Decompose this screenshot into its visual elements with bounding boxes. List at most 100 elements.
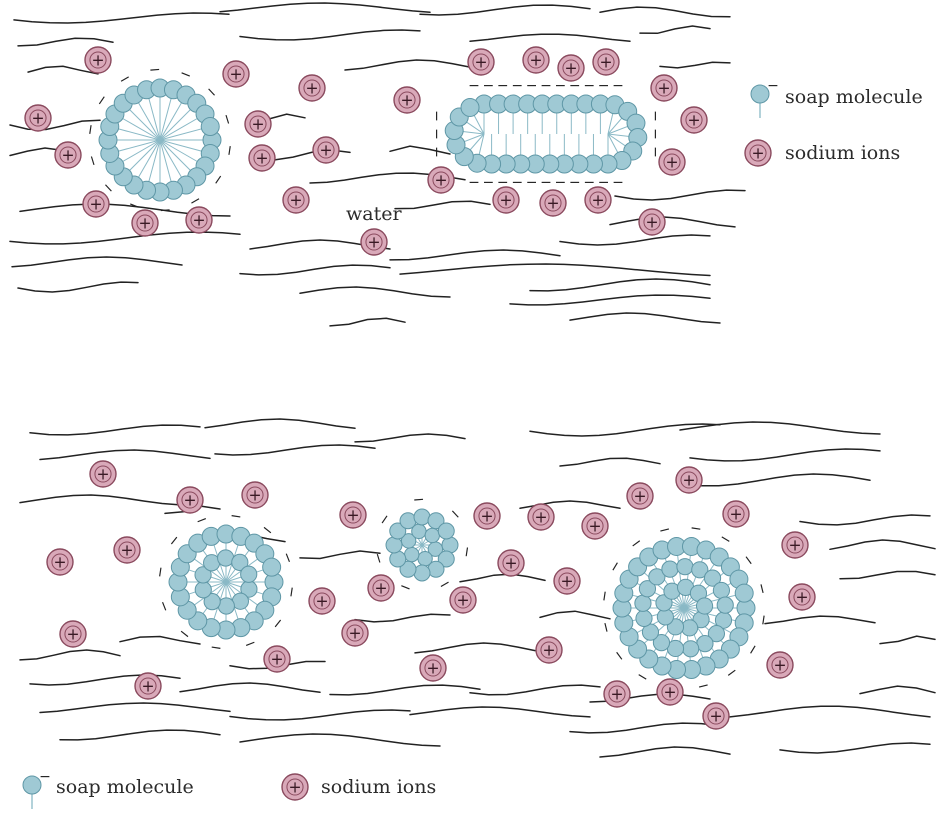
ion-plus-sign: +: [31, 110, 44, 128]
sodium-ion-icon: +: [493, 187, 519, 213]
ion-plus-sign: +: [270, 651, 283, 669]
water-wave-icon: [560, 235, 710, 245]
negative-charge: −: [540, 174, 552, 190]
negative-charge: −: [754, 613, 772, 627]
sodium-ion-icon: +: [242, 482, 268, 508]
ion-plus-sign: +: [588, 518, 601, 536]
ion-plus-sign: +: [546, 195, 559, 213]
sodium-ion-icon: +: [60, 621, 86, 647]
water-wave-icon: [570, 723, 720, 733]
soap-molecule-head: [414, 509, 430, 525]
water-wave-icon: [300, 287, 450, 297]
negative-charge: −: [716, 530, 734, 550]
negative-charge: −: [458, 545, 476, 559]
soap-molecule-head: [662, 561, 678, 577]
sodium-ion-icon: +: [313, 137, 339, 163]
ion-plus-sign: +: [599, 54, 612, 72]
ion-plus-sign: +: [534, 509, 547, 527]
negative-charge: −: [209, 638, 223, 656]
negative-charge: −: [82, 123, 100, 137]
ion-plus-sign: +: [251, 116, 264, 134]
sodium-ion-icon: +: [90, 461, 116, 487]
negative-charge: −: [497, 78, 509, 94]
sodium-ion-icon: +: [703, 703, 729, 729]
negative-charge: −: [278, 550, 297, 567]
water-label: water: [346, 205, 402, 224]
water-wave-icon: [330, 318, 405, 326]
sodium-ion-icon: +: [558, 55, 584, 81]
water-wave-icon: [880, 636, 935, 644]
water-wave-icon: [530, 279, 710, 291]
ion-plus-sign: +: [248, 487, 261, 505]
water-wave-icon: [510, 295, 710, 305]
sodium-ion-icon: +: [55, 142, 81, 168]
soap-molecule-head: [461, 98, 479, 116]
water-wave-icon: [40, 703, 230, 713]
soap-molecule-head: [713, 582, 729, 598]
sodium-ion-icon: +: [249, 145, 275, 171]
water-wave-icon: [60, 730, 220, 740]
ion-plus-sign: +: [529, 52, 542, 70]
water-wave-icon: [18, 282, 138, 292]
negative-charge: −: [483, 174, 495, 190]
sodium-ion-icon: +: [340, 502, 366, 528]
ion-plus-sign: +: [348, 625, 361, 643]
negative-charge: −: [159, 201, 172, 218]
sodium-ion-icon: +: [593, 49, 619, 75]
water-wave-icon: [860, 686, 935, 694]
ion-plus-sign: +: [564, 60, 577, 78]
ion-plus-sign: +: [665, 154, 678, 172]
water-wave-icon: [540, 611, 610, 619]
ion-plus-sign: +: [183, 492, 196, 510]
soap-molecule-head: [195, 582, 211, 598]
soap-molecule-icon: −: [23, 769, 51, 809]
ion-plus-sign: +: [367, 234, 380, 252]
sodium-ion-icon: +: [540, 190, 566, 216]
sodium-ion-icon: +: [767, 652, 793, 678]
negative-charge: −: [738, 551, 758, 570]
sodium-ion-icon: +: [604, 681, 630, 707]
sodium-ion-icon: +: [554, 568, 580, 594]
ion-plus-sign: +: [400, 92, 413, 110]
water-wave-icon: [600, 747, 730, 757]
water-wave-icon: [12, 257, 182, 267]
water-wave-icon: [220, 3, 430, 12]
negative-charge: −: [218, 111, 237, 127]
sodium-ion-icon: +: [83, 191, 109, 217]
water-wave-icon: [840, 572, 935, 579]
negative-charge: −: [657, 521, 672, 539]
negative-charge: −: [610, 646, 630, 665]
soap-molecule-head: [717, 597, 733, 613]
sodium-ion-icon: +: [394, 87, 420, 113]
water-wave-icon: [20, 495, 180, 505]
negative-charge: −: [468, 78, 480, 94]
negative-charge: −: [152, 565, 170, 579]
negative-charge: −: [647, 128, 663, 140]
ion-plus-sign: +: [255, 150, 268, 168]
ion-plus-sign: +: [499, 192, 512, 210]
water-wave-icon: [20, 650, 120, 660]
sodium-ion-icon: +: [528, 504, 554, 530]
negative-charge: −: [596, 589, 614, 603]
soap-molecule-head: [241, 566, 257, 582]
water-wave-icon: [420, 5, 590, 15]
water-wave-icon: [470, 34, 630, 41]
negative-charge: −: [155, 598, 174, 615]
water-wave-icon: [205, 419, 355, 428]
soap-molecule-head: [683, 641, 699, 657]
ion-plus-sign: +: [687, 112, 700, 130]
ion-plus-sign: +: [633, 488, 646, 506]
ion-plus-sign: +: [288, 779, 301, 797]
top-legend-sodium-ions-label: sodium ions: [785, 144, 900, 163]
ion-plus-sign: +: [91, 52, 104, 70]
water-wave-icon: [700, 474, 870, 486]
negative-charge: −: [555, 174, 567, 190]
negative-charge: −: [220, 143, 238, 157]
ion-plus-sign: +: [434, 172, 447, 190]
soap-molecule-head: [201, 118, 219, 136]
sodium-ion-icon: +: [498, 550, 524, 576]
ion-plus-sign: +: [456, 592, 469, 610]
soap-molecule-head: [735, 584, 753, 602]
ion-plus-sign: +: [138, 215, 151, 233]
